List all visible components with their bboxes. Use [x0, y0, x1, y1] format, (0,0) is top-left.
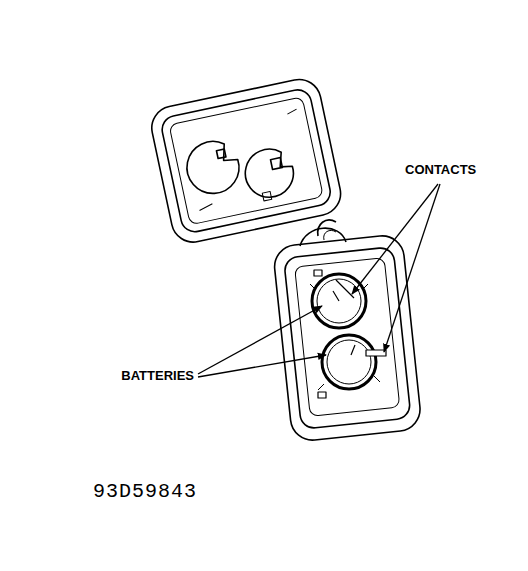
callout-label: BATTERIES — [121, 369, 194, 382]
fob-body — [272, 234, 422, 443]
batteries — [310, 274, 380, 390]
leader-lines — [198, 184, 440, 377]
fob-cover — [148, 75, 345, 246]
figure-number: 93D59843 — [93, 482, 197, 502]
contacts — [314, 270, 386, 398]
key-ring — [318, 220, 336, 236]
callout-label: CONTACTS — [405, 163, 476, 176]
